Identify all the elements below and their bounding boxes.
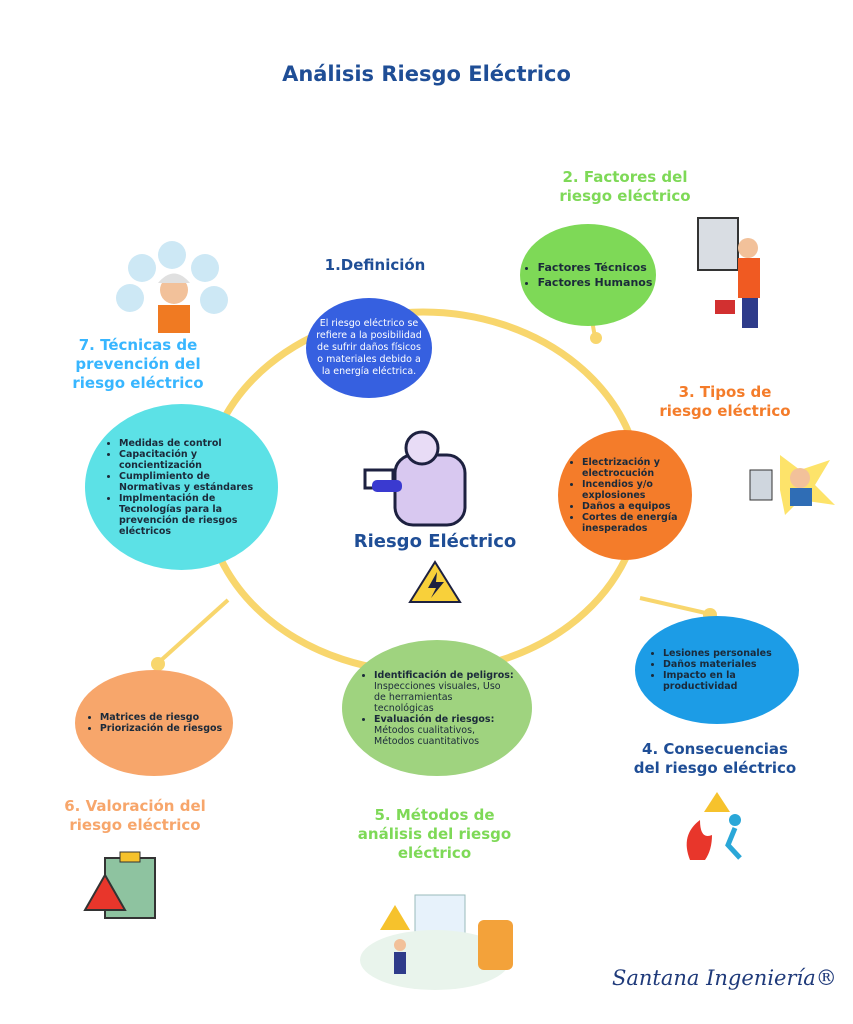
connector-valuation — [156, 598, 230, 665]
definition-label: 1.Definición — [324, 256, 426, 274]
valuation-item: Priorización de riesgos — [100, 723, 222, 734]
techniques-bubble: Medidas de control Capacitación y concie… — [85, 404, 278, 570]
techniques-item: Implmentación de Tecnologías para la pre… — [119, 493, 258, 537]
connector-dot-valuation — [151, 657, 165, 671]
techniques-label: 7. Técnicas de prevención del riesgo elé… — [72, 336, 204, 392]
techniques-item: Cumplimiento de Normativas y estándares — [119, 471, 258, 493]
factors-item: Factores Técnicos — [538, 260, 653, 275]
consequences-item: Daños materiales — [663, 659, 785, 670]
clipboard-warning-icon — [83, 851, 156, 919]
methods-item: Identificación de peligros: Inspecciones… — [374, 670, 514, 714]
types-label: 3. Tipos de riesgo eléctrico — [659, 383, 791, 420]
definition-text: El riesgo eléctrico se refiere a la posi… — [316, 318, 422, 377]
warning-triangle-icon — [408, 560, 462, 603]
consequences-label: 4. Consecuencias del riesgo eléctrico — [633, 740, 797, 777]
factors-label: 2. Factores del riesgo eléctrico — [559, 168, 691, 205]
factors-item: Factores Humanos — [538, 275, 653, 290]
ppe-icon — [116, 241, 228, 333]
valuation-bubble: Matrices de riesgo Priorización de riesg… — [75, 670, 233, 776]
types-item: Cortes de energía inesperados — [582, 512, 682, 534]
types-item: Daños a equipos — [582, 501, 682, 512]
valuation-item: Matrices de riesgo — [100, 712, 222, 723]
definition-bubble: El riesgo eléctrico se refiere a la posi… — [306, 298, 432, 398]
connector-dot-factors — [590, 332, 602, 344]
connector-consequences — [639, 596, 711, 616]
factors-bubble: Factores Técnicos Factores Humanos — [520, 224, 656, 326]
types-item: Incendios y/o explosiones — [582, 479, 682, 501]
methods-label: 5. Métodos de análisis del riesgo eléctr… — [357, 806, 512, 862]
methods-item: Evaluación de riesgos: Métodos cualitati… — [374, 714, 514, 747]
electrician-icon — [363, 430, 467, 527]
types-bubble: Electrización y electrocución Incendios … — [558, 430, 692, 560]
page-title: Análisis Riesgo Eléctrico — [282, 62, 571, 86]
fire-exit-icon — [686, 792, 742, 860]
consequences-bubble: Lesiones personales Daños materiales Imp… — [635, 616, 799, 724]
center-label: Riesgo Eléctrico — [353, 531, 517, 552]
consequences-item: Impacto en la productividad — [663, 670, 785, 692]
valuation-label: 6. Valoración del riesgo eléctrico — [64, 797, 206, 834]
logo: Santana Ingeniería® — [612, 966, 837, 990]
types-item: Electrización y electrocución — [582, 457, 682, 479]
techniques-item: Medidas de control — [119, 438, 258, 449]
electrician-panel-icon — [697, 217, 760, 328]
analysis-team-icon — [360, 894, 513, 990]
methods-bubble: Identificación de peligros: Inspecciones… — [342, 640, 532, 776]
techniques-item: Capacitación y concientización — [119, 449, 258, 471]
consequences-item: Lesiones personales — [663, 648, 785, 659]
shock-worker-icon — [749, 455, 835, 515]
